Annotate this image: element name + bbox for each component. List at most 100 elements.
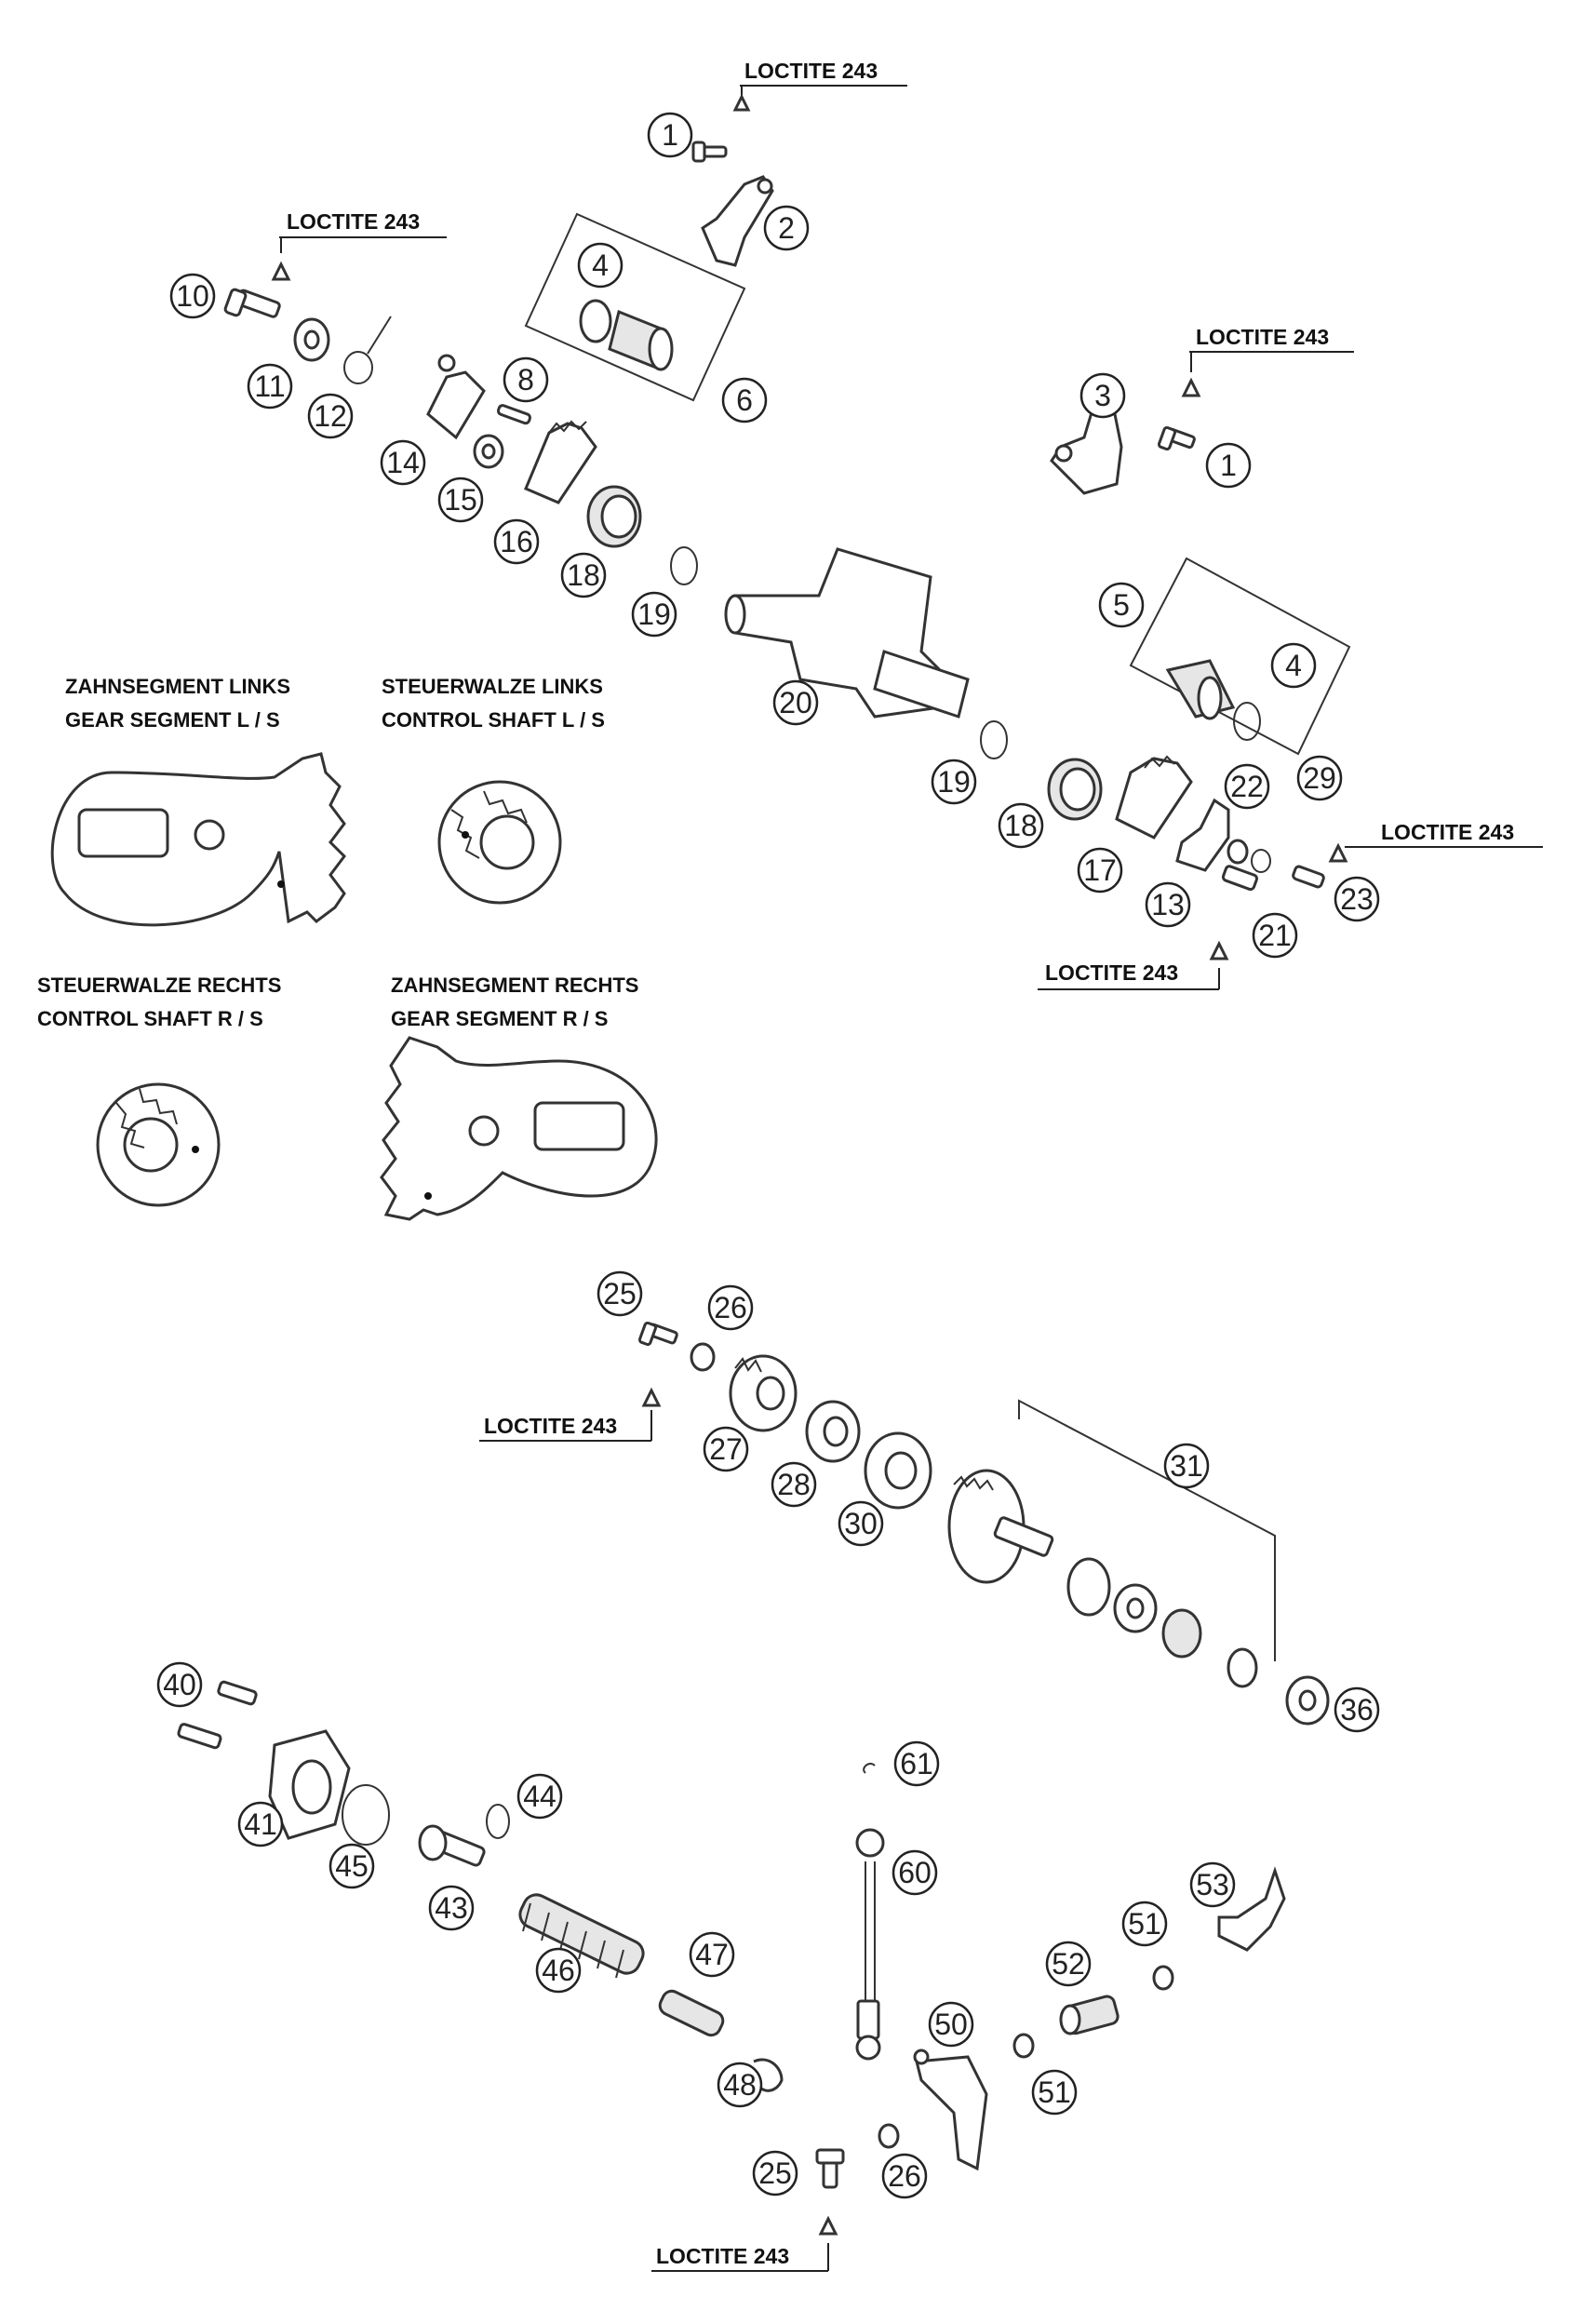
loctite-callout-right-top: LOCTITE 243: [1181, 325, 1354, 397]
part-label-text: 15: [444, 483, 477, 517]
part-label-text: 51: [1128, 1907, 1161, 1941]
part-label-text: 6: [736, 383, 753, 417]
part-label-26: 26: [881, 2153, 928, 2199]
part-label-text: 26: [714, 1291, 747, 1324]
svg-text:STEUERWALZE RECHTS: STEUERWALZE RECHTS: [37, 974, 281, 997]
part-label-10: 10: [169, 273, 216, 319]
oring-part-19-top: [670, 546, 698, 585]
part-label-text: 29: [1303, 761, 1336, 795]
kickstarter-shaft-part-31: [947, 1399, 1276, 1688]
part-label-1: 1: [1205, 442, 1252, 489]
part-label-4: 4: [577, 242, 623, 289]
bearing-part-28: [805, 1400, 861, 1463]
screw-part-1-right: [1157, 425, 1196, 451]
washer-part-29: [1251, 849, 1271, 873]
part-label-21: 21: [1252, 912, 1298, 959]
part-label-22: 22: [1224, 763, 1270, 810]
part-label-text: 13: [1151, 888, 1185, 921]
part-label-text: 25: [758, 2156, 792, 2190]
washer-part-22: [1227, 839, 1249, 865]
part-label-19: 19: [631, 591, 677, 638]
spring-part-47: [658, 1989, 725, 2037]
part-label-text: 2: [778, 211, 795, 245]
lever-part-2: [701, 175, 774, 267]
part-label-3: 3: [1079, 372, 1126, 419]
svg-text:LOCTITE 243: LOCTITE 243: [287, 209, 420, 234]
part-label-19: 19: [931, 759, 977, 805]
part-label-text: 48: [723, 2068, 757, 2102]
pin-part-61: [863, 1763, 876, 1774]
part-label-18: 18: [560, 552, 607, 598]
caption-control-shaft-left: STEUERWALZE LINKS CONTROL SHAFT L / S: [382, 675, 605, 732]
gear-segment-part-16: [524, 420, 597, 504]
part-label-text: 26: [888, 2159, 921, 2193]
box-part-4-6-top: [524, 212, 746, 402]
part-label-52: 52: [1045, 1941, 1092, 1987]
part-label-18: 18: [998, 802, 1044, 849]
screw-part-21: [1221, 865, 1259, 892]
part-label-text: 60: [898, 1856, 932, 1889]
loctite-callout-right-mid: LOCTITE 243: [1328, 820, 1543, 863]
part-label-text: 1: [662, 118, 678, 152]
lever-part-53: [1217, 1866, 1286, 1952]
part-label-text: 47: [695, 1938, 729, 1971]
svg-text:LOCTITE 243: LOCTITE 243: [484, 1414, 617, 1438]
part-label-text: 28: [777, 1468, 811, 1501]
control-shaft-left-drawing: [437, 780, 562, 905]
part-label-text: 20: [779, 686, 812, 719]
part-label-text: 5: [1113, 588, 1130, 622]
svg-text:ZAHNSEGMENT LINKS: ZAHNSEGMENT LINKS: [65, 675, 290, 698]
bearing-part-11: [293, 317, 330, 362]
part-label-1: 1: [647, 112, 693, 158]
oring-part-45: [342, 1784, 390, 1846]
ratchet-part-27: [729, 1354, 798, 1432]
part-label-text: 52: [1052, 1947, 1085, 1981]
part-label-text: 25: [603, 1277, 637, 1310]
svg-text:LOCTITE 243: LOCTITE 243: [1196, 325, 1329, 349]
part-label-4: 4: [1270, 642, 1317, 689]
washer-part-26-mid: [690, 1342, 716, 1372]
part-label-36: 36: [1334, 1686, 1380, 1733]
washer-part-15: [473, 434, 504, 469]
part-label-43: 43: [428, 1885, 475, 1931]
part-label-text: 44: [523, 1780, 556, 1813]
part-label-60: 60: [892, 1849, 938, 1896]
part-label-47: 47: [689, 1931, 735, 1978]
caption-gear-segment-right: ZAHNSEGMENT RECHTS GEAR SEGMENT R / S: [391, 974, 638, 1030]
washer-part-26-bottom: [878, 2123, 900, 2149]
part-label-51: 51: [1031, 2069, 1078, 2116]
control-shaft-right-drawing: [96, 1082, 221, 1207]
part-label-13: 13: [1145, 881, 1191, 928]
svg-text:LOCTITE 243: LOCTITE 243: [1381, 820, 1514, 844]
part-label-25: 25: [752, 2150, 798, 2196]
part-label-text: 27: [709, 1432, 743, 1466]
svg-text:LOCTITE 243: LOCTITE 243: [656, 2244, 789, 2268]
gear-segment-right-drawing: [380, 1036, 658, 1221]
svg-text:STEUERWALZE LINKS: STEUERWALZE LINKS: [382, 675, 603, 698]
loctite-callout-middle: LOCTITE 243: [479, 1387, 662, 1442]
part-label-26: 26: [707, 1284, 754, 1331]
part-label-48: 48: [717, 2062, 763, 2108]
screw-part-23: [1292, 865, 1325, 889]
screw-part-25-bottom: [815, 2148, 845, 2189]
screws-part-40: [177, 1680, 258, 1750]
oring-part-19-right: [980, 720, 1008, 759]
link-rod-part-60: [855, 1828, 885, 2061]
control-shaft-part-20: [724, 547, 970, 719]
svg-text:LOCTITE 243: LOCTITE 243: [1045, 960, 1178, 985]
part-label-28: 28: [771, 1461, 817, 1508]
shaft-part-43: [418, 1824, 486, 1867]
part-label-text: 11: [254, 369, 285, 403]
part-label-17: 17: [1077, 847, 1123, 893]
part-label-text: 19: [937, 765, 971, 799]
part-label-text: 12: [314, 399, 347, 433]
svg-text:LOCTITE 243: LOCTITE 243: [744, 59, 878, 83]
part-label-text: 16: [500, 525, 533, 558]
part-label-text: 22: [1230, 770, 1264, 803]
part-label-51: 51: [1121, 1901, 1168, 1947]
lever-part-14: [426, 354, 486, 440]
bushing-part-52: [1059, 1995, 1119, 2035]
washer-part-51-upper: [1152, 1965, 1174, 1991]
part-label-41: 41: [237, 1801, 284, 1847]
